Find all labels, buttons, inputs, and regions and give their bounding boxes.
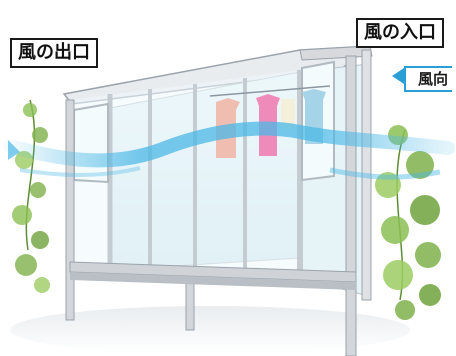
ground-shadow	[10, 306, 410, 354]
wind-arrow-icon	[3, 121, 455, 180]
front-glass-panels	[70, 60, 335, 280]
right-vine-icon	[375, 125, 441, 320]
left-vine-icon	[12, 99, 50, 293]
wind-outlet-label: 風の出口	[10, 38, 98, 68]
direction-arrow-icon	[392, 68, 404, 84]
frame-posts	[65, 49, 372, 356]
wind-direction-label: 風向	[404, 66, 453, 92]
wind-inlet-label: 風の入口	[356, 18, 444, 48]
